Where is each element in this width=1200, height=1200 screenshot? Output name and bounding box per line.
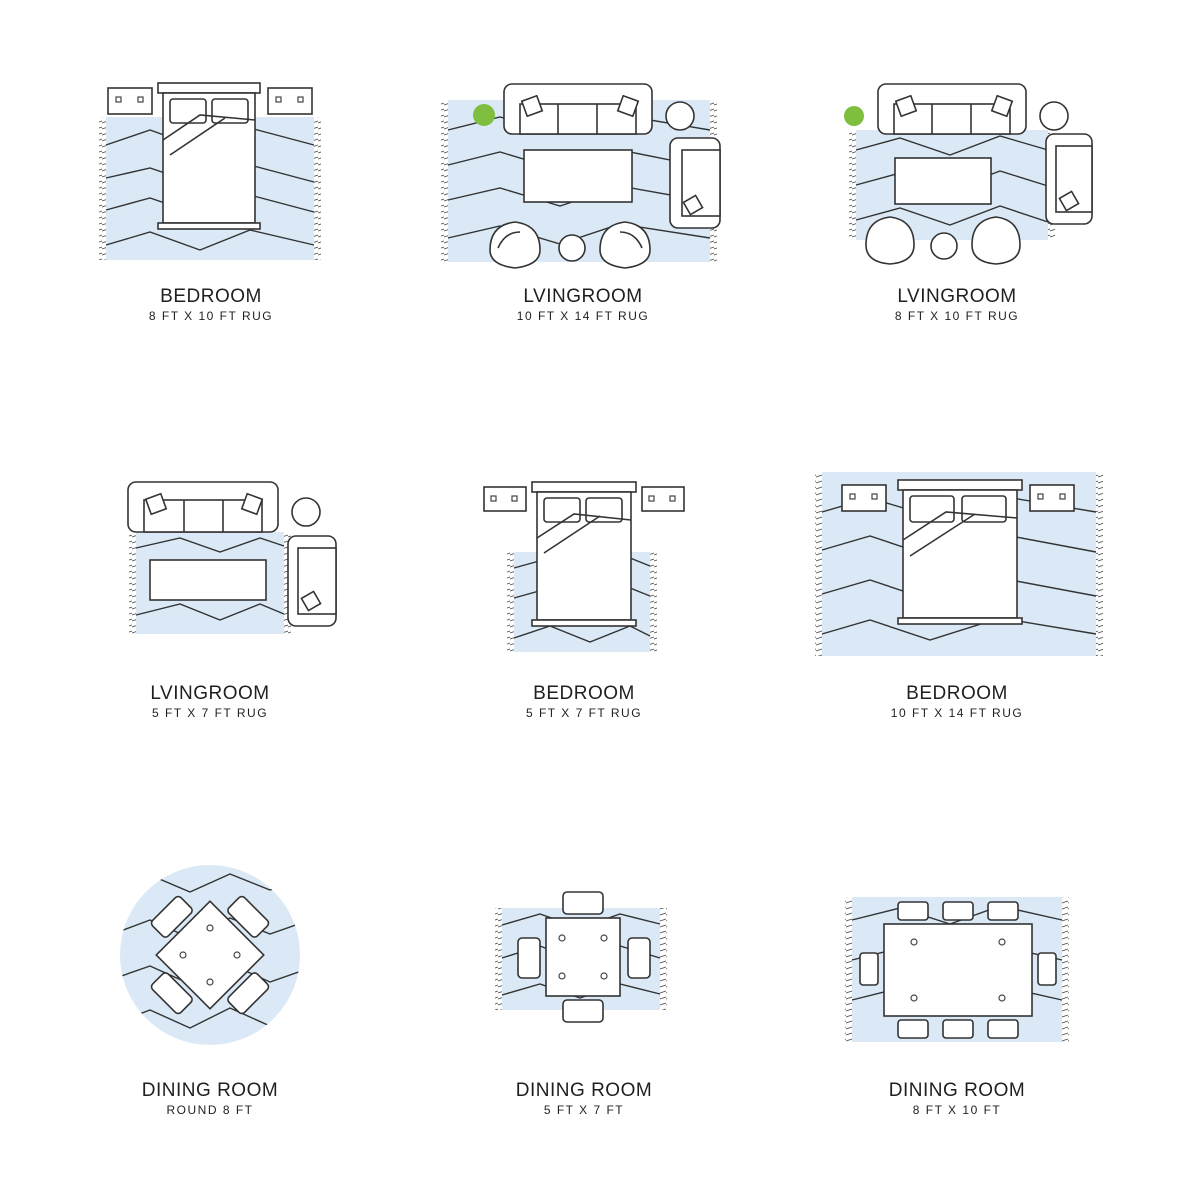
- square-table: [155, 900, 265, 1010]
- caption-dining-5x7: DINING ROOM 5 FT X 7 FT: [424, 1080, 744, 1118]
- chair-1: [227, 895, 270, 938]
- layout-size: 8 FT X 10 FT RUG: [148, 309, 274, 323]
- layout-title: LVINGROOM: [150, 683, 270, 704]
- caption-bedroom-5x7: BEDROOM 5 FT X 7 FT RUG: [424, 683, 744, 721]
- layout-title: DINING ROOM: [515, 1080, 653, 1101]
- chair-b1: [897, 1019, 929, 1039]
- chair-b2: [942, 1019, 974, 1039]
- coffee-table: [149, 559, 267, 601]
- rug-fringe-right: [314, 117, 321, 260]
- dining-5x7-plan: [495, 891, 667, 1023]
- livingroom-5x7-plan: [127, 481, 337, 634]
- chair-right: [627, 937, 651, 979]
- livingroom-10x14-plan: [441, 83, 721, 269]
- layout-title: LVINGROOM: [897, 286, 1017, 307]
- chair-bottom: [562, 999, 604, 1023]
- accent-chair-right: [599, 221, 651, 269]
- layout-size: 8 FT X 10 FT: [912, 1103, 1002, 1117]
- caption-bedroom-8x10: BEDROOM 8 FT X 10 FT RUG: [51, 286, 371, 324]
- layout-title: DINING ROOM: [141, 1080, 279, 1101]
- bed-footboard: [157, 222, 261, 230]
- layout-size: 10 FT X 14 FT RUG: [890, 706, 1024, 720]
- plant: [473, 104, 495, 126]
- bedroom-5x7-plan: [483, 481, 685, 652]
- chair-2: [150, 972, 193, 1015]
- layout-title: BEDROOM: [533, 683, 635, 704]
- accent-chair-left: [489, 221, 541, 269]
- accent-chair-right: [971, 216, 1021, 265]
- caption-livingroom-8x10: LVINGROOM 8 FT X 10 FT RUG: [797, 286, 1117, 324]
- bed-headboard: [897, 479, 1023, 491]
- chair-right: [1037, 952, 1057, 986]
- nightstand-right: [267, 87, 313, 115]
- layout-title: DINING ROOM: [888, 1080, 1026, 1101]
- side-table: [665, 101, 695, 131]
- chair-4: [227, 972, 270, 1015]
- nightstand-left: [483, 486, 527, 512]
- layout-size: 5 FT X 7 FT: [543, 1103, 625, 1117]
- rug-fringe-left: [99, 117, 106, 260]
- bedroom-8x10-plan: [99, 82, 321, 260]
- side-table-2: [930, 232, 958, 260]
- caption-livingroom-10x14: LVINGROOM 10 FT X 14 FT RUG: [423, 286, 743, 324]
- coffee-table: [523, 149, 633, 203]
- chair-3: [150, 895, 193, 938]
- nightstand-right: [641, 486, 685, 512]
- layout-size: 5 FT X 7 FT RUG: [525, 706, 643, 720]
- coffee-table: [894, 157, 992, 205]
- plant: [844, 106, 864, 126]
- layout-title: BEDROOM: [160, 286, 262, 307]
- layout-size: 10 FT X 14 FT RUG: [516, 309, 650, 323]
- caption-dining-round: DINING ROOM ROUND 8 FT: [50, 1080, 370, 1118]
- dining-round-plan: [120, 865, 300, 1045]
- layout-title: LVINGROOM: [523, 286, 643, 307]
- accent-chair-left: [865, 216, 915, 265]
- chair-t3: [987, 901, 1019, 921]
- caption-bedroom-10x14: BEDROOM 10 FT X 14 FT RUG: [797, 683, 1117, 721]
- nightstand-right: [1029, 484, 1075, 512]
- chair-t1: [897, 901, 929, 921]
- chair-left: [859, 952, 879, 986]
- bed-footboard: [897, 617, 1023, 625]
- livingroom-8x10-plan: [844, 83, 1093, 265]
- rectangular-table: [883, 923, 1033, 1017]
- dining-8x10-plan: [845, 897, 1069, 1042]
- bedroom-10x14-plan: [815, 472, 1103, 656]
- chair-t2: [942, 901, 974, 921]
- caption-livingroom-5x7: LVINGROOM 5 FT X 7 FT RUG: [50, 683, 370, 721]
- side-table: [1039, 101, 1069, 131]
- chair-b3: [987, 1019, 1019, 1039]
- side-table-2: [558, 234, 586, 262]
- square-table: [545, 917, 621, 997]
- layout-title: BEDROOM: [906, 683, 1008, 704]
- layout-size: 5 FT X 7 FT RUG: [151, 706, 269, 720]
- chair-left: [517, 937, 541, 979]
- caption-dining-8x10: DINING ROOM 8 FT X 10 FT: [797, 1080, 1117, 1118]
- bed-headboard: [157, 82, 261, 94]
- chair-top: [562, 891, 604, 915]
- nightstand-left: [841, 484, 887, 512]
- bed-footboard: [531, 619, 637, 627]
- layout-size: 8 FT X 10 FT RUG: [894, 309, 1020, 323]
- bed-headboard: [531, 481, 637, 493]
- layout-size: ROUND 8 FT: [166, 1103, 254, 1117]
- side-table: [291, 497, 321, 527]
- nightstand-left: [107, 87, 153, 115]
